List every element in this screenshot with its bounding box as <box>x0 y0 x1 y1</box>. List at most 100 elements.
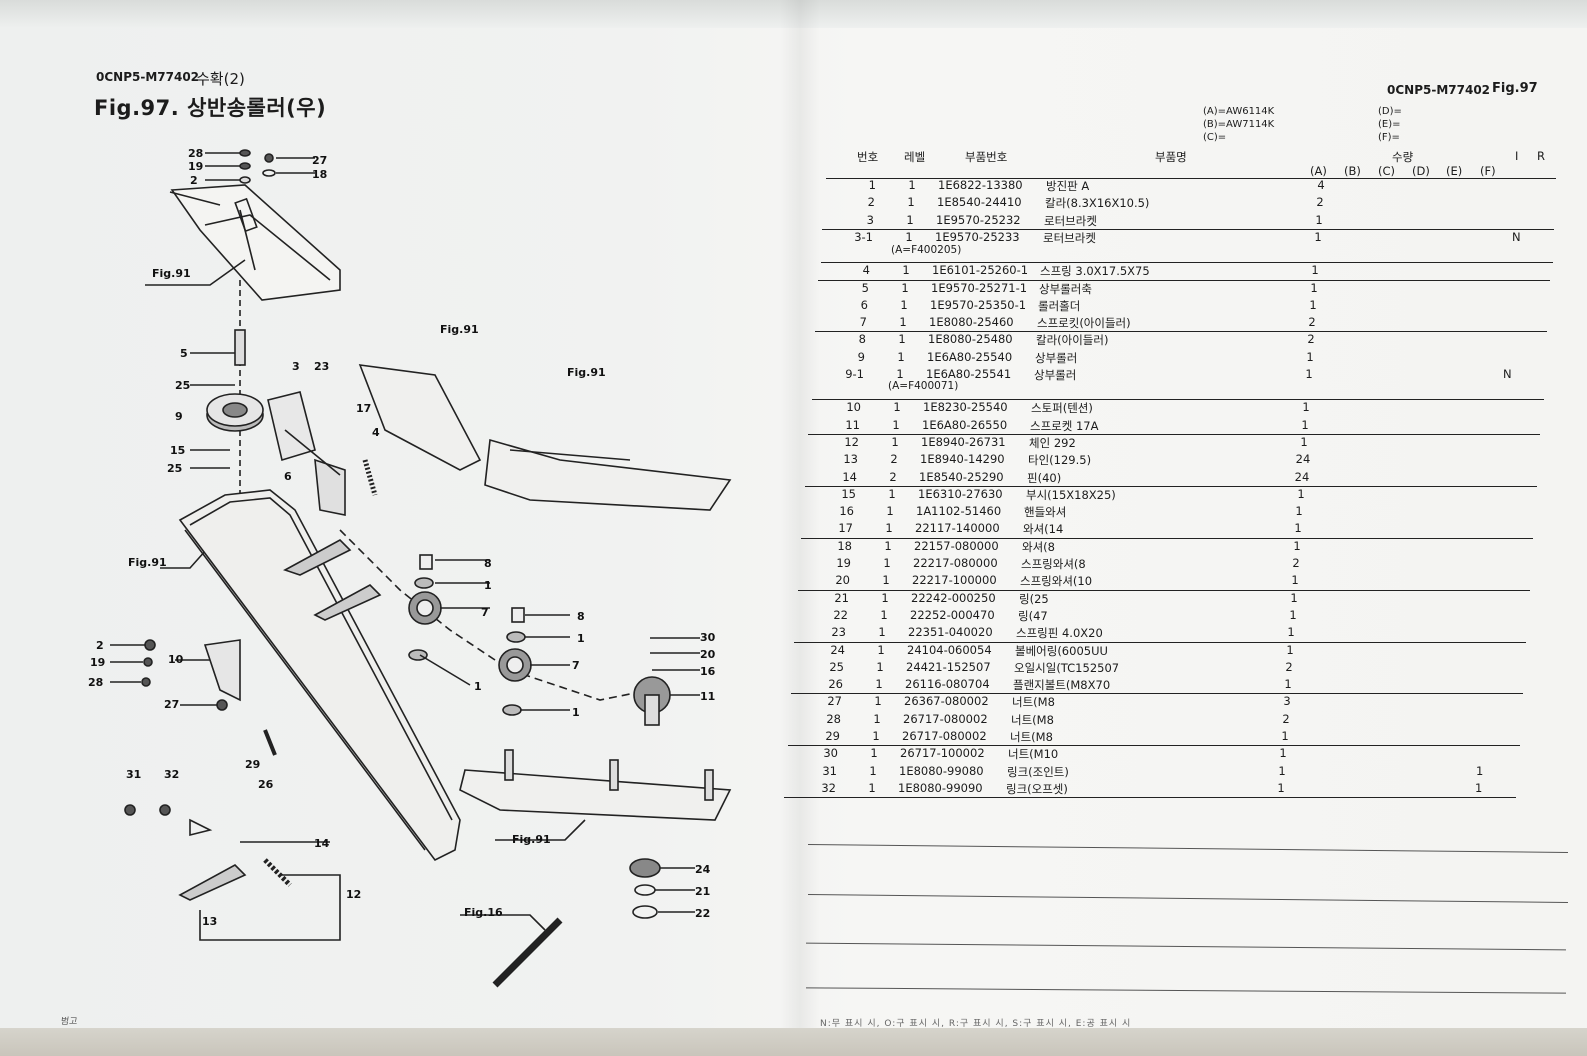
part-no: 19 <box>836 556 851 570</box>
part-no: 22 <box>833 607 848 622</box>
flag-i: 1 <box>1476 763 1484 778</box>
part-name: 타인(129.5) <box>1028 453 1092 468</box>
part-level: 1 <box>900 297 908 312</box>
part-no: 17 <box>838 521 853 536</box>
part-level: 2 <box>890 452 898 467</box>
flag-i: N <box>1512 229 1521 244</box>
part-number: 22217-080000 <box>913 556 998 570</box>
col-header-q-e: (E) <box>1446 164 1463 178</box>
exploded-parts-diagram: Fig.91 Fig.91 Fig.91 Fig.91 Fig.91 Fig.1… <box>88 147 732 988</box>
fig-ref-label: Fig.91 <box>567 366 606 379</box>
part-level: 1 <box>905 229 913 244</box>
part-no: 3-1 <box>854 229 873 244</box>
doc-code-left: 0CNP5-M77402 <box>96 70 200 84</box>
part-no: 25 <box>829 659 844 674</box>
part-name: 칼라(8.3X16X10.5) <box>1045 196 1150 211</box>
part-number: 1E9570-25232 <box>936 212 1021 227</box>
part-name: 핀(40) <box>1027 470 1062 485</box>
part-level: 1 <box>885 521 893 536</box>
part-number: 1E8080-99080 <box>899 763 984 778</box>
part-no: 3 <box>866 212 874 227</box>
callout: 19 <box>188 160 203 173</box>
part-number: 22117-140000 <box>915 521 1000 536</box>
qty-a: 1 <box>1310 280 1318 295</box>
row-group-rule <box>821 262 1553 264</box>
part-level: 1 <box>901 280 909 295</box>
qty-a: 1 <box>1311 263 1319 278</box>
part-name: 롤러홀더 <box>1038 298 1081 313</box>
qty-a: 1 <box>1301 417 1309 432</box>
callout: 1 <box>577 632 585 645</box>
variant-e: (E)= <box>1378 119 1401 130</box>
callout: 24 <box>695 863 711 876</box>
callout: 10 <box>168 653 184 666</box>
row-group-rule <box>805 485 1537 487</box>
callout: 22 <box>695 907 710 920</box>
callout: 21 <box>695 885 710 898</box>
part-name: 상부롤러 <box>1035 350 1078 365</box>
callout: 20 <box>700 648 716 661</box>
part-number: 1E8230-25540 <box>923 400 1008 415</box>
callout: 29 <box>245 758 260 771</box>
callout: 9 <box>175 410 183 423</box>
qty-a: 3 <box>1283 694 1291 709</box>
fig-ref-label: Fig.16 <box>464 906 503 919</box>
blank-rule <box>808 844 1568 853</box>
qty-a: 1 <box>1314 229 1322 244</box>
callout: 27 <box>164 698 179 711</box>
part-level: 1 <box>878 625 886 640</box>
col-header-r: R <box>1537 149 1545 163</box>
variant-a: (A)=AW6114K <box>1203 106 1275 117</box>
blank-rule <box>806 987 1566 994</box>
callout: 17 <box>356 402 371 415</box>
part-no: 16 <box>839 504 854 519</box>
col-header-level: 레벨 <box>904 150 926 164</box>
part-name: 플랜지볼트(M8X70 <box>1013 678 1111 693</box>
variant-b: (B)=AW7114K <box>1203 119 1275 130</box>
part-name: 너트(M10 <box>1008 747 1059 762</box>
qty-a: 1 <box>1297 486 1305 501</box>
part-no: 20 <box>835 573 850 588</box>
part-name: 오일시일(TC152507 <box>1014 660 1120 675</box>
part-no: 29 <box>825 729 840 743</box>
row-group-rule <box>784 797 1516 799</box>
part-number: 22157-080000 <box>914 538 999 553</box>
row-group-rule <box>808 433 1540 435</box>
col-header-part-name: 부품명 <box>1155 150 1187 164</box>
part-level: 1 <box>896 367 904 381</box>
part-number: 1E6A80-25541 <box>926 367 1012 381</box>
part-number: 1E8540-24410 <box>937 195 1022 210</box>
figure-title: Fig.97. 상반송롤러(우) <box>94 96 327 120</box>
part-number: 1E6A80-25540 <box>927 349 1013 364</box>
part-number: 1E9570-25233 <box>935 229 1020 244</box>
qty-a: 24 <box>1295 452 1311 467</box>
part-name: 링(47 <box>1018 608 1048 623</box>
qty-a: 1 <box>1278 763 1286 778</box>
footer-strip: N:무 표시 시, O:구 표시 시, R:구 표시 시, S:구 표시 시, … <box>820 1019 1132 1029</box>
part-number: 1E8940-14290 <box>920 452 1005 467</box>
qty-a: 1 <box>1293 538 1301 553</box>
part-number: 22242-000250 <box>911 590 996 605</box>
part-no: 1 <box>868 178 876 192</box>
callout: 13 <box>202 915 217 928</box>
page-fold <box>780 0 820 1056</box>
variant-f: (F)= <box>1378 132 1400 143</box>
qty-a: 1 <box>1294 521 1302 536</box>
part-no: 26 <box>828 677 843 692</box>
part-name: 스토퍼(텐션) <box>1031 401 1093 416</box>
col-header-part-number: 부품번호 <box>965 150 1008 164</box>
callout: 27 <box>312 154 327 167</box>
callout: 1 <box>474 680 482 693</box>
callout: 14 <box>314 837 330 850</box>
part-level: 1 <box>891 434 899 449</box>
part-name: 링크(오프셋) <box>1006 781 1068 796</box>
part-no: 9 <box>857 349 865 364</box>
qty-a: 1 <box>1300 434 1308 449</box>
part-number: 26367-080002 <box>904 694 989 709</box>
part-name: 스프로킷(아이들러) <box>1037 316 1131 331</box>
callout: 4 <box>372 426 380 439</box>
part-number: 1A1102-51460 <box>916 504 1002 519</box>
blank-rule <box>808 894 1568 903</box>
callout: 11 <box>700 690 715 703</box>
callout: 1 <box>572 706 580 719</box>
